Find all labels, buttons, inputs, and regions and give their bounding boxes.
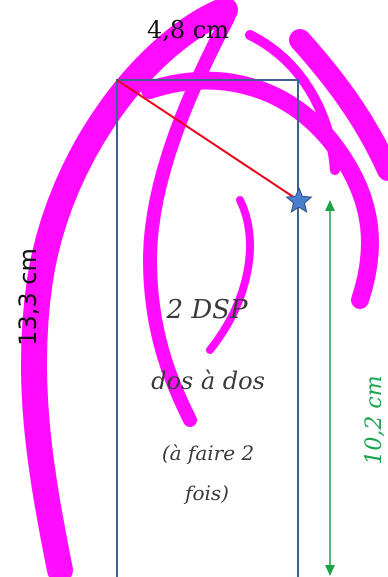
star-icon [285, 186, 313, 213]
diagonal-line [116, 79, 299, 201]
left-height-label: 13,3 cm [14, 248, 42, 346]
pattern-rectangle [116, 79, 299, 577]
right-height-label: 10,2 cm [362, 375, 387, 464]
height-dimension-arrow [325, 200, 335, 576]
instruction-line-2: dos à dos [151, 367, 265, 395]
instruction-line-1: 2 DSP [166, 295, 248, 325]
instruction-line-3: (à faire 2 [162, 441, 254, 465]
instruction-line-4: fois) [183, 481, 229, 505]
top-width-label: 4,8 cm [147, 16, 229, 44]
